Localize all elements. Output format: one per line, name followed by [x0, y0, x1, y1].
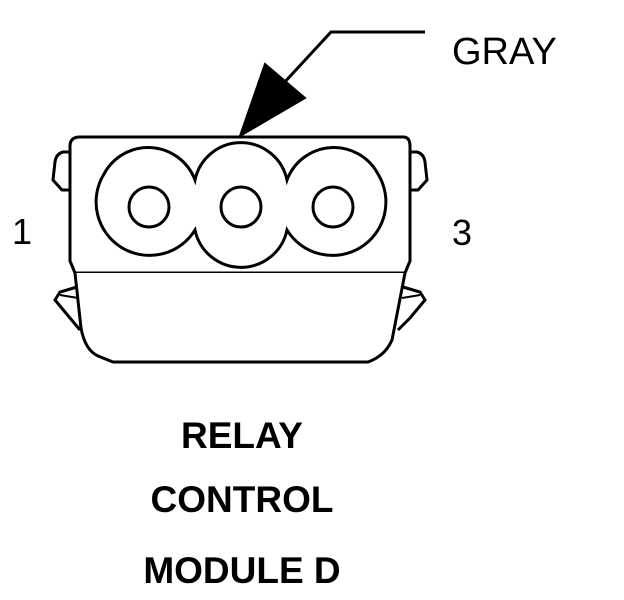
pin-3-terminal: [311, 185, 355, 229]
right-lower-latch-detail: [401, 294, 421, 299]
arrow-head: [238, 62, 307, 139]
wire-color-label: GRAY: [452, 31, 557, 73]
caption-line-1: RELAY: [180, 415, 303, 456]
caption-line-3: MODULE D: [143, 550, 341, 591]
right-upper-latch: [410, 150, 429, 192]
left-lower-latch-detail: [59, 294, 79, 299]
caption-line-2: CONTROL: [150, 479, 334, 520]
right-lower-latch: [396, 285, 427, 332]
leader-line: [280, 30, 425, 87]
connector-lower-body: [73, 272, 407, 364]
left-lower-latch: [53, 285, 82, 331]
pin-right-label: 3: [452, 212, 472, 253]
pin-2-terminal: [219, 185, 263, 229]
pin-left-label: 1: [12, 211, 32, 252]
pin-1-terminal: [127, 185, 171, 229]
left-upper-latch: [51, 150, 70, 192]
